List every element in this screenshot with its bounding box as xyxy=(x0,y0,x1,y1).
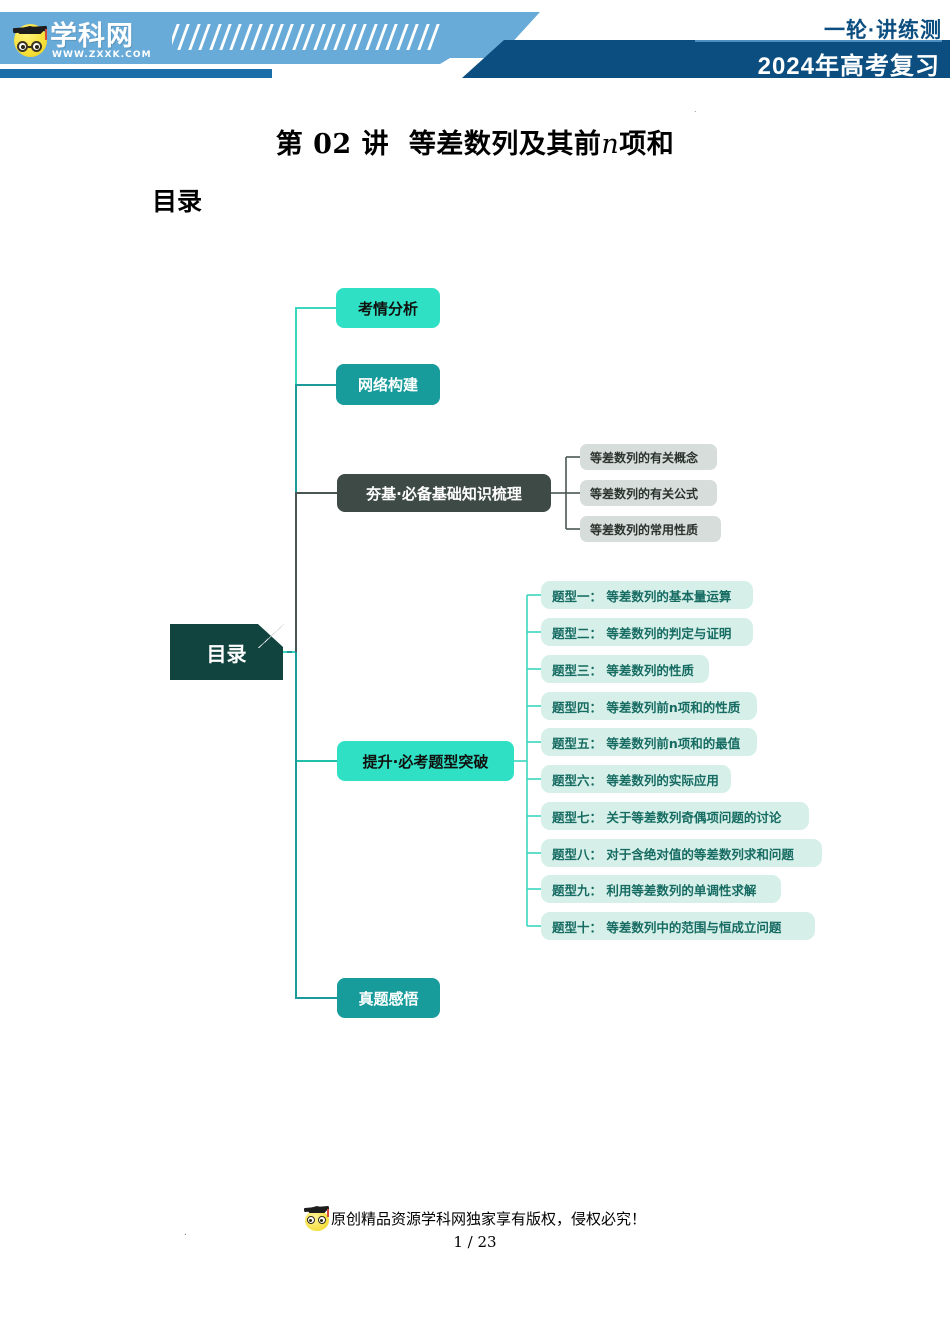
mindmap-node-zhenti[interactable]: 真题感悟 xyxy=(337,978,440,1018)
mindmap-subnode-tixing-6-label: 题型六： 等差数列的实际应用 xyxy=(552,772,719,788)
mindmap-subnode-hangji-2-label: 等差数列的有关公式 xyxy=(590,486,699,501)
owl-face-icon xyxy=(12,24,48,57)
logo-url-text: WWW.ZXXK.COM xyxy=(52,50,152,60)
site-logo: 学科网 WWW.ZXXK.COM xyxy=(12,16,159,60)
page-title: 第 02 讲 等差数列及其前n项和 xyxy=(0,122,950,161)
footer-owl-face-icon xyxy=(304,1210,329,1231)
stray-mark-bottom: . xyxy=(184,1227,187,1238)
header-light-blue-banner xyxy=(0,12,540,58)
title-main: 等差数列及其前 xyxy=(408,129,602,160)
mindmap-subnode-tixing-6[interactable]: 题型六： 等差数列的实际应用 xyxy=(541,765,731,793)
header-blue-bottom-bar xyxy=(0,69,272,78)
mindmap-subnode-hangji-3[interactable]: 等差数列的常用性质 xyxy=(580,516,721,542)
mindmap-subnode-tixing-3-label: 题型三： 等差数列的性质 xyxy=(552,662,694,678)
mindmap-node-tisheng[interactable]: 提升·必考题型突破 xyxy=(337,741,514,781)
title-suffix: 项和 xyxy=(619,129,675,160)
glasses-bridge-icon xyxy=(28,46,33,48)
mindmap-subnode-tixing-10[interactable]: 题型十： 等差数列中的范围与恒成立问题 xyxy=(541,912,815,940)
mindmap-subnode-tixing-4-label: 题型四： 等差数列前n项和的性质 xyxy=(552,699,741,715)
left-eye-icon xyxy=(17,41,28,52)
mindmap-subnode-tixing-1[interactable]: 题型一： 等差数列的基本量运算 xyxy=(541,581,753,609)
mindmap-subnode-hangji-1[interactable]: 等差数列的有关概念 xyxy=(580,444,717,470)
mindmap-subnode-hangji-1-label: 等差数列的有关概念 xyxy=(590,450,699,465)
mindmap-subnode-tixing-1-label: 题型一： 等差数列的基本量运算 xyxy=(552,588,732,604)
title-prefix: 第 02 讲 xyxy=(275,129,390,160)
mindmap-root-label: 目录 xyxy=(206,641,247,666)
title-variable: n xyxy=(601,129,620,160)
mindmap-subnode-tixing-5-label: 题型五： 等差数列前n项和的最值 xyxy=(552,735,741,751)
footer-copyright-text: 原创精品资源学科网独家享有版权，侵权必究！ xyxy=(330,1210,646,1228)
cap-tassel-icon xyxy=(45,29,47,40)
root-folded-corner-edge xyxy=(258,624,284,648)
header-divider-rule xyxy=(695,40,942,42)
mindmap-subnode-hangji-3-label: 等差数列的常用性质 xyxy=(590,522,699,537)
mindmap-subnode-tixing-2-label: 题型二： 等差数列的判定与证明 xyxy=(552,625,732,641)
mindmap-node-hangji[interactable]: 夯基·必备基础知识梳理 xyxy=(337,474,551,512)
footer-copyright: 原创精品资源学科网独家享有版权，侵权必究！ xyxy=(0,1205,950,1231)
mindmap-node-kaoqing[interactable]: 考情分析 xyxy=(336,288,440,328)
header-series-label: 一轮·讲练测 xyxy=(824,19,942,42)
stray-mark-top: . xyxy=(694,104,697,114)
footer-cap-tassel-icon xyxy=(326,1209,329,1217)
mindmap-subnode-tixing-4[interactable]: 题型四： 等差数列前n项和的性质 xyxy=(541,692,757,720)
mindmap-node-wangluo-label: 网络构建 xyxy=(357,376,418,394)
page-header: 学科网 WWW.ZXXK.COM 一轮·讲练测 2024年高考复习 xyxy=(0,0,950,92)
footer-left-eye-icon xyxy=(306,1216,315,1224)
header-year-label: 2024年高考复习 xyxy=(757,53,940,80)
mindmap-subnode-tixing-9[interactable]: 题型九： 利用等差数列的单调性求解 xyxy=(541,875,781,903)
mindmap-subnode-tixing-8[interactable]: 题型八： 对于含绝对值的等差数列求和问题 xyxy=(541,839,822,867)
footer-logo-icon xyxy=(303,1205,330,1231)
mindmap-subnode-tixing-7[interactable]: 题型七： 关于等差数列奇偶项问题的讨论 xyxy=(541,802,809,830)
section-heading-toc: 目录 xyxy=(152,187,203,216)
page-number: 1 / 23 xyxy=(453,1233,497,1251)
footer-right-eye-icon xyxy=(317,1216,326,1224)
mindmap-subnode-hangji-2[interactable]: 等差数列的有关公式 xyxy=(580,480,717,506)
mindmap-node-zhenti-label: 真题感悟 xyxy=(358,989,419,1008)
mindmap-subnode-tixing-2[interactable]: 题型二： 等差数列的判定与证明 xyxy=(541,618,753,646)
mindmap-node-tisheng-label: 提升·必考题型突破 xyxy=(362,752,489,771)
mindmap-subnode-tixing-8-label: 题型八： 对于含绝对值的等差数列求和问题 xyxy=(552,846,794,862)
mindmap-node-kaoqing-label: 考情分析 xyxy=(357,299,418,318)
mindmap-node-wangluo[interactable]: 网络构建 xyxy=(336,364,440,405)
mindmap-subnode-tixing-3[interactable]: 题型三： 等差数列的性质 xyxy=(541,655,709,683)
logo-brand-text: 学科网 xyxy=(50,21,134,52)
mindmap-subnode-tixing-5[interactable]: 题型五： 等差数列前n项和的最值 xyxy=(541,728,757,756)
header-light-blue-underbar xyxy=(0,58,450,64)
mindmap-subnode-tixing-7-label: 题型七： 关于等差数列奇偶项问题的讨论 xyxy=(552,809,782,825)
mindmap-node-hangji-label: 夯基·必备基础知识梳理 xyxy=(366,484,522,503)
mindmap-subnode-tixing-10-label: 题型十： 等差数列中的范围与恒成立问题 xyxy=(552,919,782,935)
mindmap-subnode-tixing-9-label: 题型九： 利用等差数列的单调性求解 xyxy=(552,882,757,898)
header-navy-banner xyxy=(462,40,950,78)
